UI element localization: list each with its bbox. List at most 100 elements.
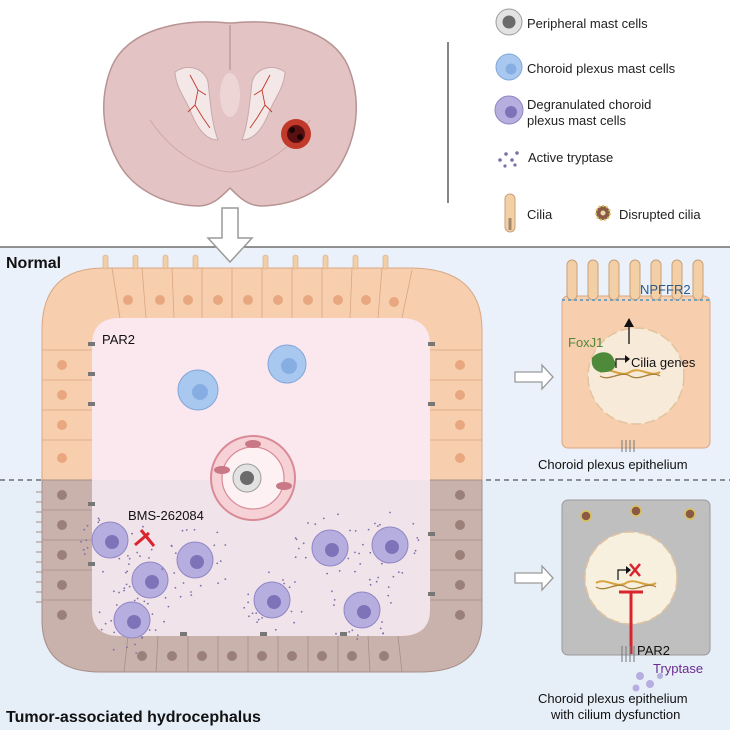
tryptase-dot	[377, 576, 380, 579]
tryptase-dot	[374, 522, 376, 525]
tryptase-dot	[314, 523, 317, 526]
tryptase-dot	[335, 632, 337, 635]
ventricle-structure	[36, 254, 483, 673]
tryptase-dot	[174, 552, 177, 554]
tryptase-dot	[97, 517, 100, 520]
arrow-normal-icon	[514, 363, 554, 391]
tryptase-dot	[413, 552, 416, 555]
left-ventricle	[174, 67, 219, 141]
tryptase-dot	[387, 586, 390, 588]
tryptase-dot	[148, 557, 150, 559]
tryptase-dot	[294, 556, 297, 559]
legend-choroid: Choroid plexus mast cells	[527, 61, 676, 76]
tryptase-dot	[379, 523, 381, 526]
legend: Peripheral mast cells Choroid plexus mas…	[494, 8, 701, 233]
tryptase-dot	[182, 582, 185, 584]
tryptase-dot	[136, 551, 139, 554]
tryptase-dot	[362, 543, 364, 546]
tryptase-dot	[356, 638, 359, 640]
cpe-dys-label-2: with cilium dysfunction	[550, 707, 680, 722]
tryptase-dot	[247, 593, 250, 596]
tryptase-dot	[199, 584, 202, 587]
tryptase-dot	[213, 544, 216, 547]
tryptase-dot	[368, 578, 371, 581]
tryptase-dot	[85, 539, 88, 542]
tryptase-dot	[283, 582, 285, 585]
brain-section	[103, 21, 357, 207]
tryptase-dot	[337, 513, 339, 516]
tryptase-dot	[247, 601, 250, 604]
tryptase-dot	[397, 571, 400, 573]
inhibitor-label: BMS-262084	[128, 508, 204, 523]
tryptase-dot	[216, 562, 219, 565]
tryptase-dot	[139, 555, 141, 557]
tryptase-dot	[181, 529, 184, 532]
tryptase-dot	[359, 563, 362, 565]
tryptase-dot	[367, 528, 370, 531]
degranulated-mast-cell-icon	[494, 95, 524, 125]
tryptase-dot	[147, 602, 149, 605]
block-x-icon	[629, 563, 641, 577]
tryptase-dot	[248, 615, 250, 618]
legend-peripheral: Peripheral mast cells	[527, 16, 648, 31]
par2-right-label: PAR2	[637, 643, 670, 658]
active-tryptase-icon	[498, 151, 519, 168]
tryptase-dot	[392, 575, 395, 578]
tryptase-dot	[268, 571, 270, 574]
tryptase-dot	[167, 605, 170, 608]
tryptase-dot	[128, 585, 131, 588]
tryptase-dot	[257, 618, 260, 621]
tryptase-dot	[179, 595, 182, 598]
tryptase-dot	[297, 547, 300, 550]
tryptase-dot	[290, 610, 293, 613]
arrow-tumor-icon	[514, 564, 554, 592]
tryptase-dot	[333, 599, 336, 601]
legend-degranulated-2: plexus mast cells	[527, 113, 626, 128]
peripheral-mast-cell-icon	[495, 8, 523, 36]
tryptase-dot	[190, 591, 192, 593]
tryptase-dot	[126, 570, 129, 573]
tryptase-dot	[123, 589, 125, 592]
tryptase-dot	[390, 602, 392, 604]
tryptase-dot	[282, 579, 284, 581]
tryptase-dot	[98, 611, 101, 614]
tryptase-dot	[349, 529, 351, 532]
tryptase-dot	[354, 530, 357, 532]
tryptase-dot	[113, 631, 115, 634]
tryptase-dot	[333, 604, 335, 606]
tryptase-dot	[100, 628, 103, 631]
tryptase-dot	[381, 621, 383, 623]
tryptase-dot	[86, 547, 89, 549]
tryptase-dot	[127, 555, 129, 557]
legend-tryptase: Active tryptase	[528, 150, 613, 165]
tryptase-dot	[190, 594, 193, 596]
tryptase-dot	[416, 537, 419, 539]
tryptase-dot	[141, 636, 144, 639]
tryptase-dot	[356, 634, 359, 637]
tryptase-dot	[331, 590, 333, 593]
tryptase-dot	[224, 544, 227, 546]
tryptase-dot	[243, 606, 246, 609]
tryptase-dot	[150, 548, 153, 551]
tryptase-dot	[217, 582, 220, 584]
tryptase-dot	[338, 570, 341, 572]
normal-title: Normal	[6, 255, 61, 272]
tryptase-dot	[164, 596, 167, 599]
tryptase-dot	[118, 591, 120, 594]
tryptase-dot	[304, 556, 307, 559]
tryptase-dot	[82, 548, 85, 551]
tryptase-dot	[401, 572, 404, 574]
tryptase-dot	[102, 570, 104, 573]
tryptase-dot	[118, 557, 121, 560]
tryptase-dot	[124, 571, 127, 574]
tryptase-dot	[369, 583, 372, 586]
cilia-icon	[504, 193, 516, 233]
tryptase-dot	[80, 540, 82, 543]
tryptase-dot	[294, 581, 296, 583]
tryptase-dot	[125, 583, 128, 586]
tryptase-dot	[326, 572, 328, 575]
tryptase-dot	[382, 632, 385, 634]
tryptase-dot	[135, 652, 138, 654]
tryptase-dot	[173, 572, 176, 574]
